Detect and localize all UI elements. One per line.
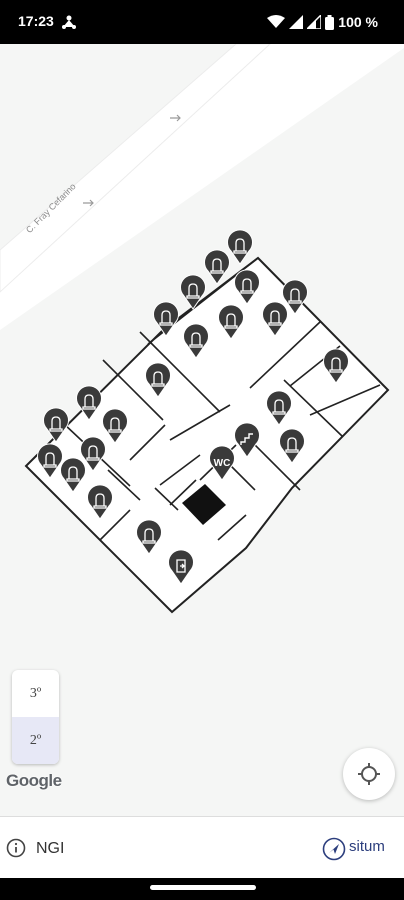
tombstone-icon — [268, 310, 282, 326]
tombstone-pin[interactable] — [87, 484, 113, 520]
tombstone-pin[interactable] — [279, 428, 305, 464]
tombstone-pin[interactable] — [323, 348, 349, 384]
tombstone-icon — [142, 528, 156, 544]
tombstone-icon — [186, 283, 200, 299]
tombstone-icon — [49, 416, 63, 432]
tombstone-icon — [108, 417, 122, 433]
tombstone-icon — [224, 313, 238, 329]
navigation-bar — [0, 878, 404, 900]
stairs-icon — [240, 433, 253, 445]
battery-icon — [325, 14, 335, 30]
indoor-map[interactable]: C. Fray Cefarino WC 3º 2º Google — [0, 44, 404, 816]
tombstone-pin[interactable] — [218, 304, 244, 340]
exit-pin[interactable] — [168, 549, 194, 585]
floor-plan — [0, 44, 404, 614]
poi-pins: WC — [37, 229, 349, 585]
exit-door-icon — [176, 559, 186, 573]
cell-signal-icon — [307, 15, 322, 29]
tombstone-pin[interactable] — [80, 436, 106, 472]
tombstone-icon — [82, 394, 96, 410]
tombstone-icon — [240, 278, 254, 294]
tombstone-icon — [189, 332, 203, 348]
wifi-icon — [267, 15, 286, 28]
tombstone-icon — [233, 238, 247, 254]
building-info-panel[interactable]: NGI situm — [0, 816, 404, 879]
street — [0, 44, 271, 293]
tombstone-pin[interactable] — [60, 457, 86, 493]
tombstone-pin[interactable] — [145, 362, 171, 398]
tombstone-icon — [210, 258, 224, 274]
street-direction-icon — [170, 114, 181, 122]
tombstone-pin[interactable] — [76, 385, 102, 421]
floor-selector: 3º 2º — [12, 670, 59, 764]
crosshair-icon — [358, 763, 380, 785]
home-gesture-bar[interactable] — [150, 885, 256, 890]
tombstone-pin[interactable] — [102, 408, 128, 444]
info-icon[interactable] — [6, 838, 26, 858]
tombstone-icon — [329, 357, 343, 373]
tombstone-icon — [288, 288, 302, 304]
tombstone-pin[interactable] — [43, 407, 69, 443]
my-location-button[interactable] — [343, 748, 395, 800]
notification-icon — [62, 15, 76, 29]
wc-label: WC — [214, 458, 231, 469]
tombstone-pin[interactable] — [234, 269, 260, 305]
status-bar: 17:23 100 % — [0, 0, 404, 44]
tombstone-icon — [43, 452, 57, 468]
tombstone-pin[interactable] — [204, 249, 230, 285]
tombstone-pin[interactable] — [266, 390, 292, 426]
street-direction-icon — [83, 199, 94, 207]
cell-signal-icon — [289, 15, 304, 29]
tombstone-pin[interactable] — [282, 279, 308, 315]
tombstone-pin[interactable] — [183, 323, 209, 359]
tombstone-pin[interactable] — [153, 301, 179, 337]
wc-pin[interactable]: WC — [209, 445, 235, 481]
tombstone-icon — [66, 466, 80, 482]
battery-percent: 100 % — [338, 14, 378, 30]
street-band — [0, 44, 404, 330]
tombstone-icon — [93, 493, 107, 509]
situm-logo-icon — [322, 837, 346, 861]
wc-room — [182, 484, 226, 525]
tombstone-pin[interactable] — [37, 443, 63, 479]
tombstone-pin[interactable] — [262, 301, 288, 337]
building-name: NGI — [36, 840, 65, 857]
situm-brand-name: situm — [349, 838, 385, 855]
tombstone-icon — [285, 437, 299, 453]
status-time: 17:23 — [18, 13, 54, 29]
tombstone-icon — [159, 310, 173, 326]
tombstone-icon — [272, 399, 286, 415]
floor-3-button[interactable]: 3º — [29, 685, 42, 701]
tombstone-icon — [151, 371, 165, 387]
situm-logo: situm — [322, 835, 400, 863]
google-attribution: Google — [6, 771, 62, 790]
tombstone-icon — [86, 445, 100, 461]
tombstone-pin[interactable] — [227, 229, 253, 265]
tombstone-pin[interactable] — [180, 274, 206, 310]
tombstone-pin[interactable] — [136, 519, 162, 555]
stairs-pin[interactable] — [234, 422, 260, 458]
floor-2-button[interactable]: 2º — [12, 717, 59, 764]
